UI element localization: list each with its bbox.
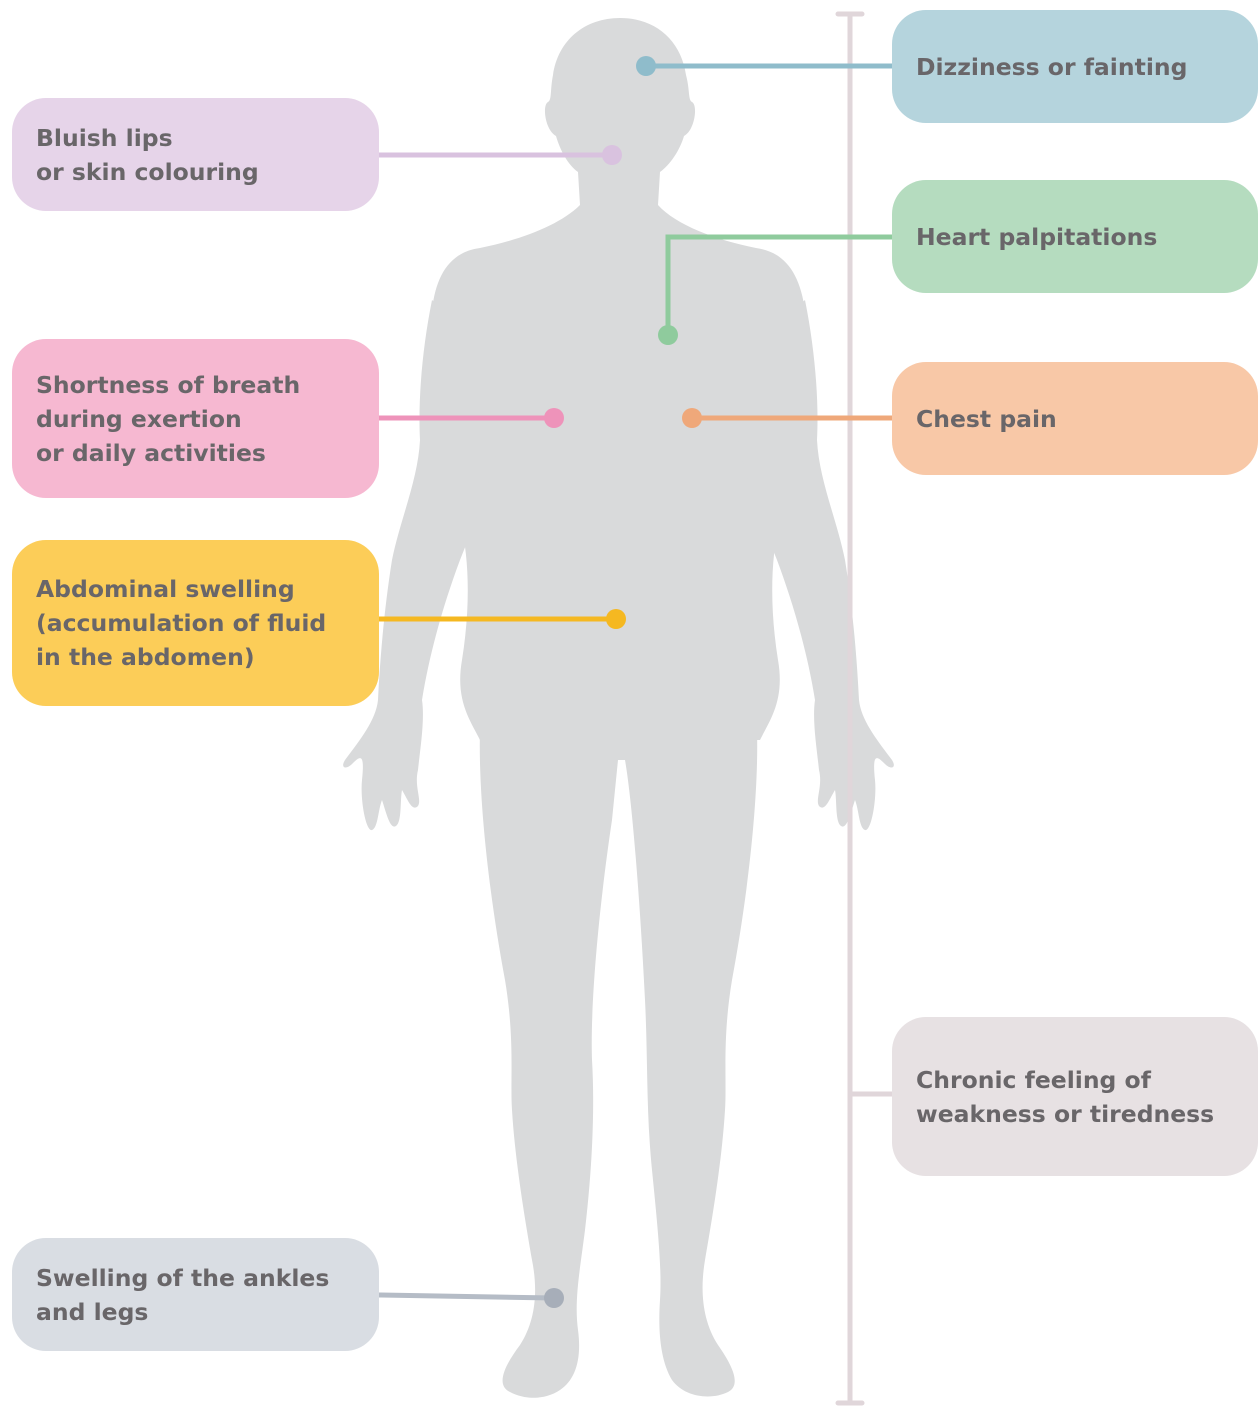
palpitations-label-box: Heart palpitations <box>892 180 1258 293</box>
ankles-marker <box>544 1288 564 1308</box>
ankles-connector <box>379 1295 554 1298</box>
bluish-label-box: Bluish lips or skin colouring <box>12 98 379 211</box>
palpitations-label: Heart palpitations <box>916 220 1157 254</box>
dizziness-label-box: Dizziness or fainting <box>892 10 1258 123</box>
abdominal-marker <box>606 609 626 629</box>
human-silhouette <box>343 18 894 1398</box>
abdominal-label-box: Abdominal swelling (accumulation of flui… <box>12 540 379 706</box>
chest-pain-marker <box>682 408 702 428</box>
breath-label-box: Shortness of breath during exertion or d… <box>12 339 379 498</box>
breath-marker <box>544 408 564 428</box>
bluish-label: Bluish lips or skin colouring <box>36 121 259 189</box>
dizziness-marker <box>636 56 656 76</box>
palpitations-marker <box>658 325 678 345</box>
abdominal-label: Abdominal swelling (accumulation of flui… <box>36 572 326 674</box>
ankles-label-box: Swelling of the ankles and legs <box>12 1238 379 1351</box>
chest-pain-label-box: Chest pain <box>892 362 1258 475</box>
dizziness-label: Dizziness or fainting <box>916 50 1187 84</box>
ankles-label: Swelling of the ankles and legs <box>36 1261 329 1329</box>
chest-pain-label: Chest pain <box>916 402 1057 436</box>
bluish-marker <box>602 145 622 165</box>
breath-label: Shortness of breath during exertion or d… <box>36 368 300 470</box>
fatigue-label: Chronic feeling of weakness or tiredness <box>916 1063 1214 1131</box>
fatigue-label-box: Chronic feeling of weakness or tiredness <box>892 1017 1258 1176</box>
